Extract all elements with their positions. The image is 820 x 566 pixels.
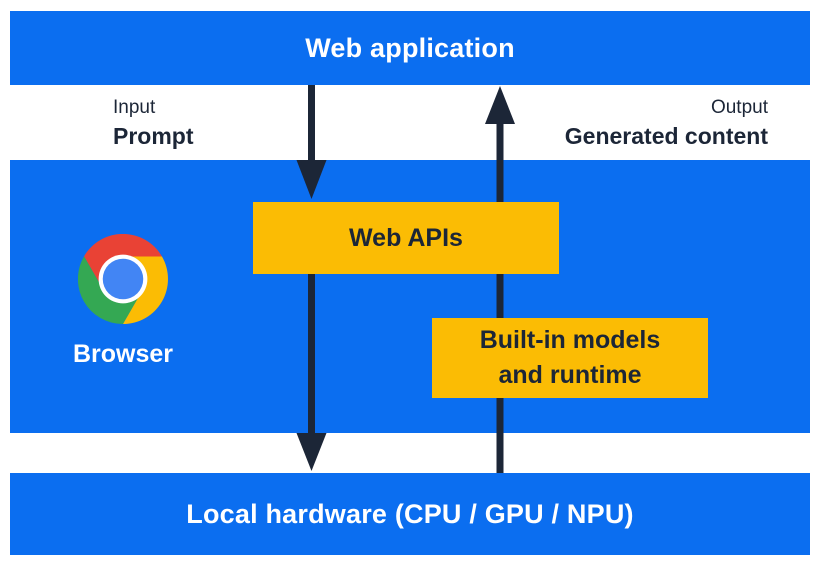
output-value-label: Generated content <box>564 123 768 149</box>
output-flow-arrowhead <box>485 86 515 124</box>
builtin-models-label: Built-in models and runtime <box>480 323 661 393</box>
input-value-label: Prompt <box>113 123 194 149</box>
input-label: Input <box>113 97 156 118</box>
chrome-logo-blue-center <box>102 258 144 300</box>
web-application-label: Web application <box>305 32 515 63</box>
local-hardware-label: Local hardware (CPU / GPU / NPU) <box>186 498 634 529</box>
web-apis-box: Web APIs <box>253 202 559 274</box>
web-application-bar: Web application <box>10 11 810 85</box>
local-hardware-bar: Local hardware (CPU / GPU / NPU) <box>10 473 810 555</box>
chrome-logo-svg <box>77 233 168 325</box>
input-label-group: Input Prompt <box>113 94 194 151</box>
web-apis-label: Web APIs <box>349 223 463 252</box>
chrome-logo-green-segment <box>77 256 143 325</box>
chrome-logo-red-segment <box>84 233 162 291</box>
chrome-logo-yellow-segment <box>123 256 168 324</box>
output-label: Output <box>710 97 768 118</box>
builtin-models-line2: and runtime <box>498 361 642 389</box>
builtin-models-line1: Built-in models <box>479 326 661 354</box>
input-flow-arrowhead-lower <box>296 433 327 471</box>
chrome-logo-icon <box>77 233 168 325</box>
browser-label: Browser <box>72 340 174 368</box>
output-label-group: Output Generated content <box>565 94 768 151</box>
builtin-models-box: Built-in models and runtime <box>432 318 708 398</box>
